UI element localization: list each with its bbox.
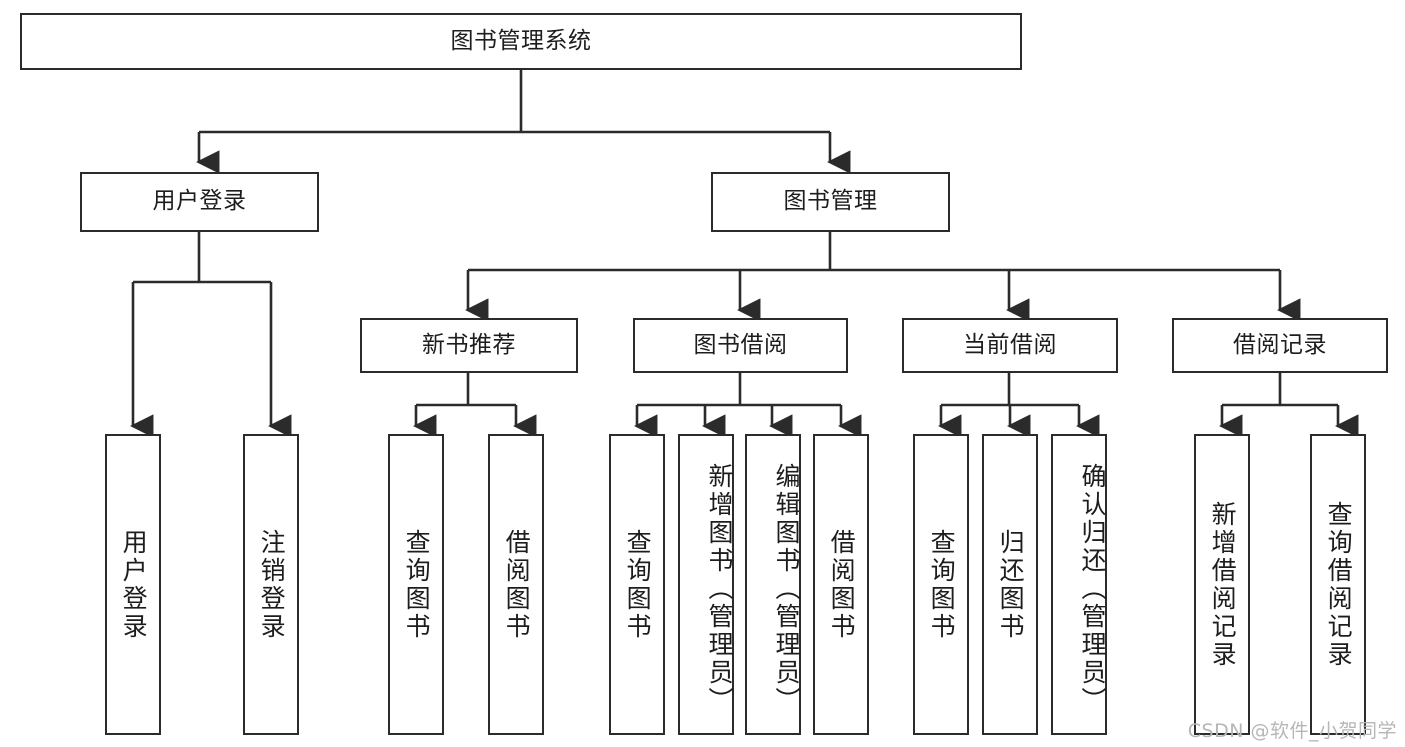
node-current-borrow[interactable]: 当前借阅 bbox=[902, 318, 1118, 373]
node-root-book-management-system[interactable]: 图书管理系统 bbox=[20, 13, 1022, 70]
node-label: 用户登录 bbox=[119, 528, 149, 641]
node-label: 借阅记录 bbox=[1233, 331, 1327, 358]
node-book-management[interactable]: 图书管理 bbox=[711, 172, 950, 232]
node-label: 确认归还（管理员） bbox=[1078, 462, 1107, 715]
node-label: 查询图书 bbox=[927, 528, 957, 641]
leaf-current-borrow-query-books[interactable]: 查询图书 bbox=[913, 434, 969, 735]
leaf-new-book-query-books[interactable]: 查询图书 bbox=[388, 434, 444, 735]
node-label: 查询借阅记录 bbox=[1324, 500, 1354, 669]
node-label: 查询图书 bbox=[402, 528, 432, 641]
node-label: 图书管理系统 bbox=[450, 27, 592, 54]
leaf-book-borrow-borrow-books[interactable]: 借阅图书 bbox=[813, 434, 869, 735]
leaf-borrow-record-add-record[interactable]: 新增借阅记录 bbox=[1194, 434, 1250, 735]
node-label: 查询图书 bbox=[623, 528, 653, 641]
leaf-book-borrow-edit-book-admin[interactable]: 编辑图书（管理员） bbox=[745, 434, 801, 735]
node-label: 用户登录 bbox=[152, 188, 247, 215]
node-label: 借阅图书 bbox=[827, 528, 857, 641]
leaf-borrow-record-query-record[interactable]: 查询借阅记录 bbox=[1310, 434, 1366, 735]
leaf-current-borrow-confirm-return-admin[interactable]: 确认归还（管理员） bbox=[1051, 434, 1107, 735]
node-label: 新增图书（管理员） bbox=[705, 462, 734, 715]
node-label: 新增借阅记录 bbox=[1208, 500, 1238, 669]
node-label: 注销登录 bbox=[257, 528, 287, 641]
node-label: 编辑图书（管理员） bbox=[772, 462, 801, 715]
node-new-book-recommend[interactable]: 新书推荐 bbox=[360, 318, 578, 373]
node-label: 新书推荐 bbox=[422, 331, 516, 358]
node-label: 当前借阅 bbox=[963, 331, 1057, 358]
leaf-user-login-logout[interactable]: 注销登录 bbox=[243, 434, 299, 735]
node-label: 图书管理 bbox=[783, 188, 878, 215]
node-label: 借阅图书 bbox=[502, 528, 532, 641]
leaf-book-borrow-query-books[interactable]: 查询图书 bbox=[609, 434, 665, 735]
leaf-book-borrow-add-book-admin[interactable]: 新增图书（管理员） bbox=[678, 434, 734, 735]
leaf-current-borrow-return-books[interactable]: 归还图书 bbox=[982, 434, 1038, 735]
watermark: CSDN @软件_小贺同学 bbox=[1187, 720, 1397, 742]
node-user-login[interactable]: 用户登录 bbox=[80, 172, 319, 232]
leaf-new-book-borrow-books[interactable]: 借阅图书 bbox=[488, 434, 544, 735]
node-book-borrow[interactable]: 图书借阅 bbox=[633, 318, 848, 373]
node-label: 归还图书 bbox=[996, 528, 1026, 641]
leaf-user-login-login[interactable]: 用户登录 bbox=[105, 434, 161, 735]
node-label: 图书借阅 bbox=[693, 331, 788, 358]
node-borrow-record[interactable]: 借阅记录 bbox=[1172, 318, 1388, 373]
